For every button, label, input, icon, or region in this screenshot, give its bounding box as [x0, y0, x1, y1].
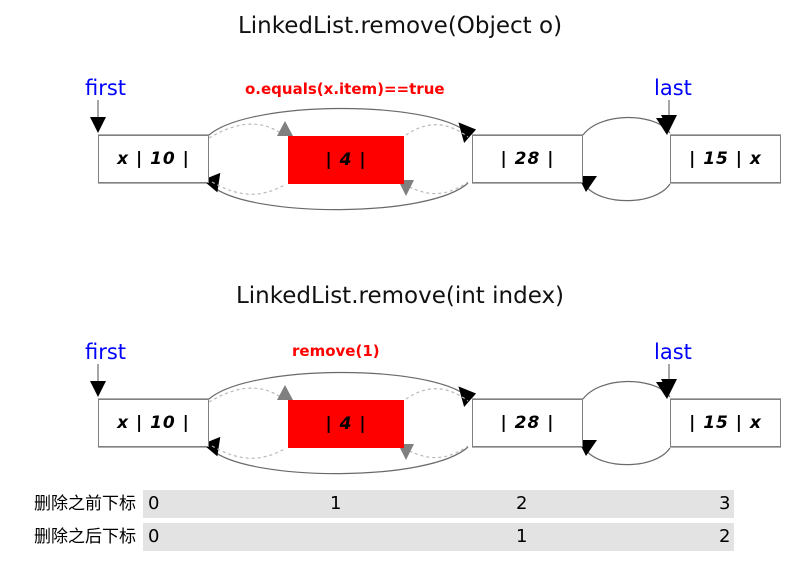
pointer-label-last-bottom: last	[654, 340, 692, 364]
index-cell-before-2: 2	[516, 493, 528, 514]
list-node-2-top: | 28 |	[472, 135, 583, 183]
list-node-2-bottom: | 28 |	[472, 399, 583, 447]
index-row-label-after: 删除之后下标	[34, 527, 136, 547]
index-row-label-before: 删除之前下标	[34, 494, 136, 514]
annotation-remove-index: remove(1)	[292, 342, 380, 360]
list-node-1-removed-top: | 4 |	[288, 136, 404, 184]
pointer-label-first-top: first	[85, 76, 127, 100]
list-node-0-bottom: x | 10 |	[98, 399, 209, 447]
index-row-after: 0 1 2	[143, 523, 734, 551]
index-cell-after-2: 1	[516, 526, 528, 547]
pointer-label-first-bottom: first	[85, 340, 127, 364]
pointer-label-last-top: last	[654, 76, 692, 100]
list-node-3-top: | 15 | x	[670, 135, 781, 183]
index-row-before: 0 1 2 3	[143, 490, 734, 518]
list-node-0-top: x | 10 |	[98, 135, 209, 183]
diagram-title-remove-object: LinkedList.remove(Object o)	[237, 13, 563, 39]
index-cell-after-0: 0	[148, 526, 160, 547]
index-cell-before-3: 3	[719, 493, 731, 514]
annotation-equals-condition: o.equals(x.item)==true	[245, 80, 445, 98]
diagram-title-remove-index: LinkedList.remove(int index)	[235, 283, 565, 309]
index-cell-before-1: 1	[330, 493, 342, 514]
list-node-3-bottom: | 15 | x	[670, 399, 781, 447]
list-node-1-removed-bottom: | 4 |	[288, 400, 404, 448]
index-cell-after-3: 2	[719, 526, 731, 547]
index-cell-before-0: 0	[148, 493, 160, 514]
